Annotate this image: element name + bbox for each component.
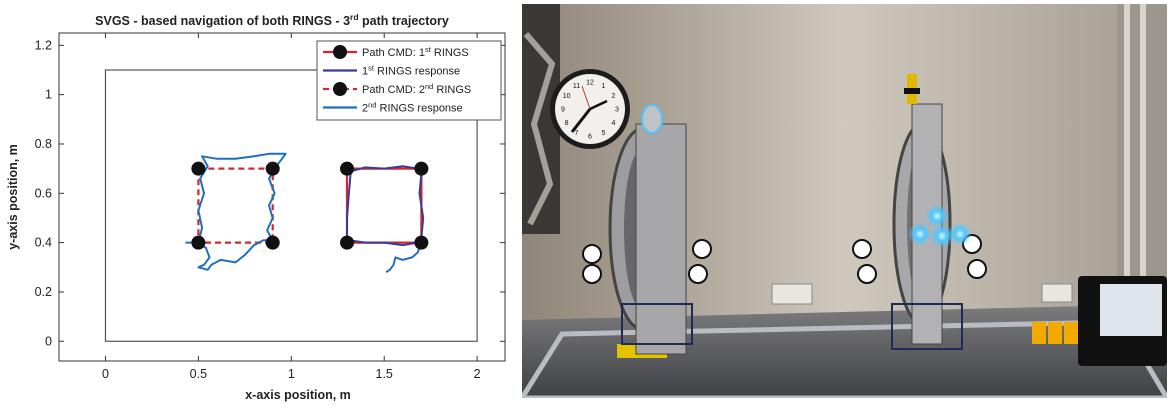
clock-numeral: 8 xyxy=(565,120,569,127)
legend-entry: Path CMD: 2nd RINGS xyxy=(362,82,471,96)
chart-title: SVGS - based navigation of both RINGS - … xyxy=(95,12,449,28)
command-path-3 xyxy=(197,167,274,244)
clock-numeral: 11 xyxy=(573,83,580,90)
wall-socket xyxy=(1041,283,1073,303)
x-tick-label: 2 xyxy=(474,367,481,381)
wall-socket xyxy=(771,283,813,305)
y-tick-label: 1.2 xyxy=(35,38,52,52)
waypoint-marker xyxy=(191,161,206,176)
clock-numeral: 2 xyxy=(611,93,615,100)
clock-numeral: 12 xyxy=(586,80,594,87)
clock-numeral: 5 xyxy=(602,130,606,137)
y-axis-label: y-axis position, m xyxy=(6,144,20,250)
y-tick-label: 0.2 xyxy=(35,285,52,299)
waypoint-marker xyxy=(340,235,355,250)
clock-numeral: 3 xyxy=(615,107,619,114)
cups xyxy=(1032,322,1078,344)
y-tick-label: 0.4 xyxy=(35,236,52,250)
ring-robot-right xyxy=(852,74,987,350)
clock-numeral: 9 xyxy=(561,107,565,114)
waypoint-marker xyxy=(414,161,429,176)
x-tick-label: 1 xyxy=(288,367,295,381)
plot-frame xyxy=(58,32,506,362)
clock-numeral: 10 xyxy=(563,93,571,100)
y-tick-label: 0.6 xyxy=(35,186,52,200)
response-path-1 xyxy=(346,165,425,247)
clock-numeral: 7 xyxy=(575,130,579,137)
legend-marker xyxy=(333,45,347,59)
ring-robot-left xyxy=(582,104,712,358)
legend-entry: Path CMD: 1st RINGS xyxy=(362,45,469,59)
clock-numeral: 4 xyxy=(611,120,615,127)
waypoint-marker xyxy=(340,161,355,176)
legend-marker xyxy=(333,82,347,96)
chart-canvas: SVGS - based navigation of both RINGS - … xyxy=(6,12,506,402)
response-path-2 xyxy=(385,242,423,274)
tablet-device xyxy=(1078,276,1167,366)
y-tick-label: 0.8 xyxy=(35,137,52,151)
y-tick-label: 0 xyxy=(45,334,52,348)
legend-entry: 1st RINGS response xyxy=(362,64,460,78)
trajectory-chart: SVGS - based navigation of both RINGS - … xyxy=(0,0,520,406)
waypoint-marker xyxy=(265,235,280,250)
x-tick-label: 0.5 xyxy=(190,367,207,381)
waypoint-marker xyxy=(414,235,429,250)
waypoint-marker xyxy=(191,235,206,250)
y-tick-label: 1 xyxy=(45,88,52,102)
x-tick-label: 0 xyxy=(102,367,109,381)
clock-numeral: 6 xyxy=(588,134,592,141)
legend-entry: 2nd RINGS response xyxy=(362,101,463,115)
command-path-0 xyxy=(345,167,423,244)
x-tick-label: 1.5 xyxy=(376,367,393,381)
clock-numeral: 1 xyxy=(602,83,606,90)
workspace-boundary xyxy=(104,69,478,342)
waypoint-marker xyxy=(265,161,280,176)
response-path-4 xyxy=(185,152,287,271)
x-axis-label: x-axis position, m xyxy=(245,388,351,402)
